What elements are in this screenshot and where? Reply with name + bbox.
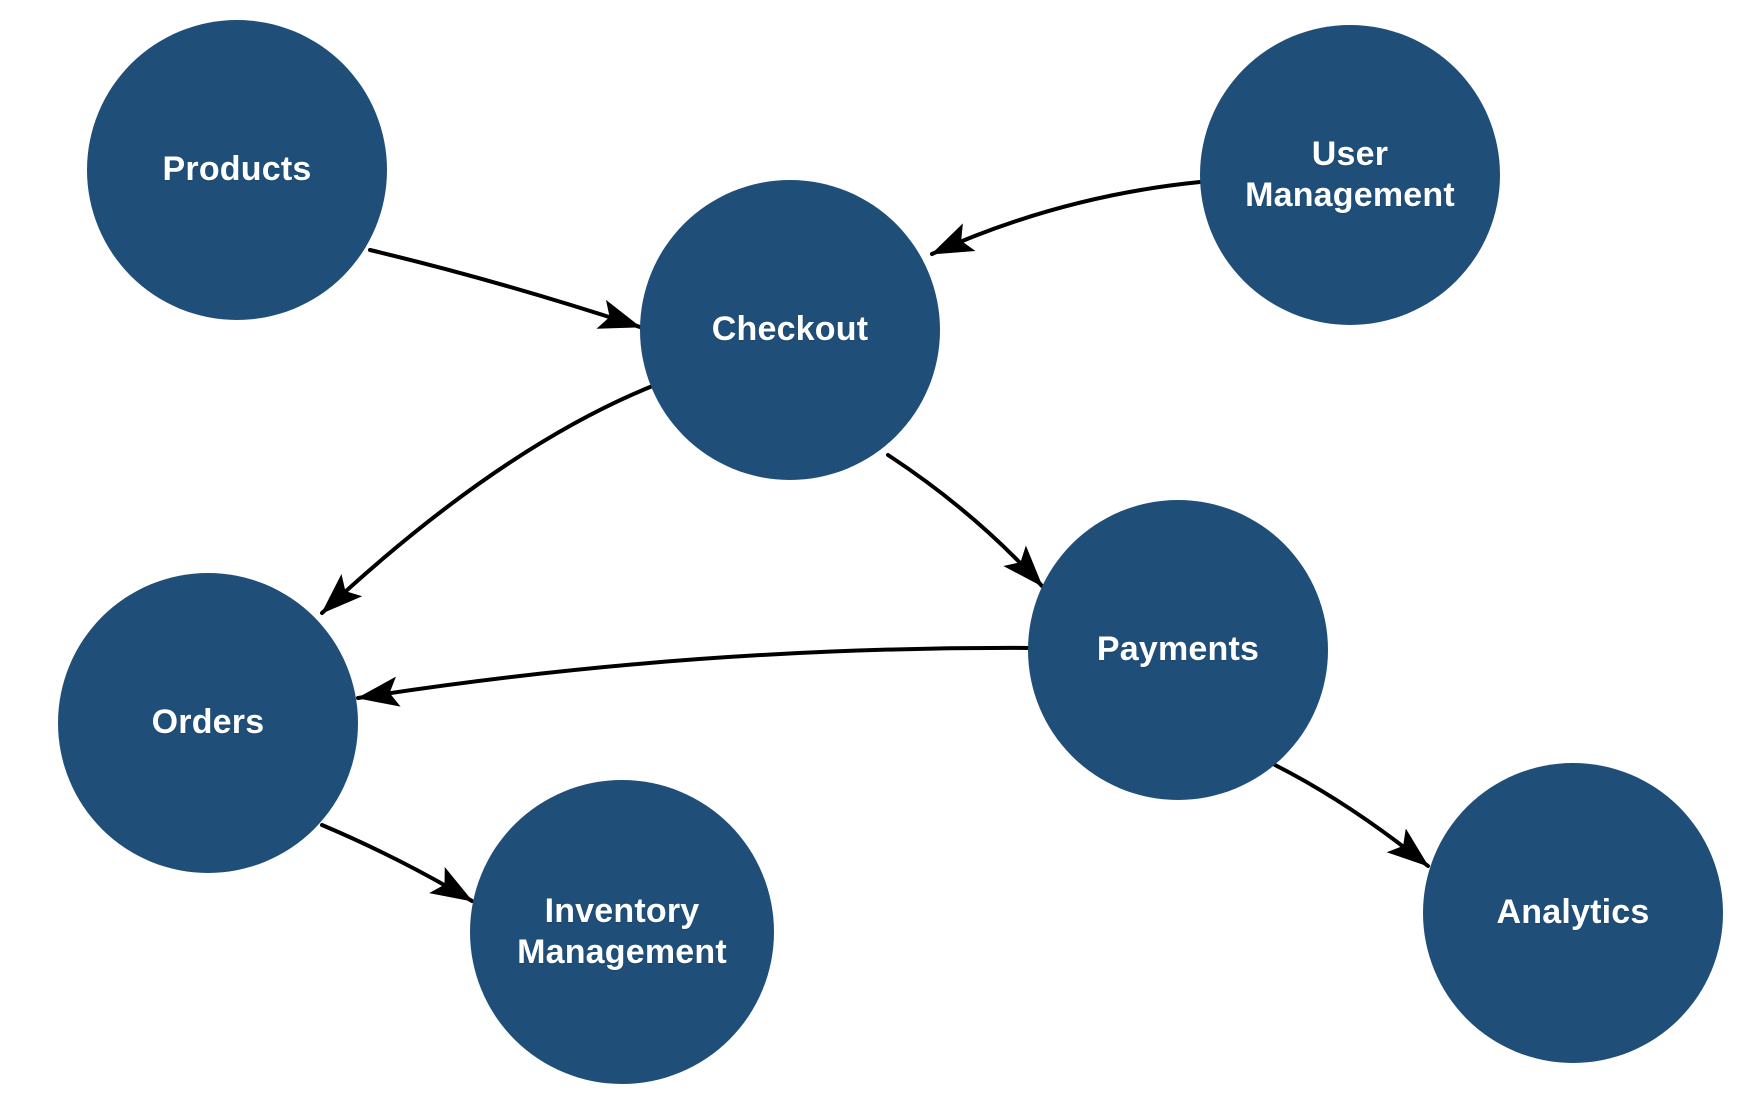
node-label-orders: Orders (151, 703, 265, 742)
node-checkout[interactable]: Checkout (640, 180, 940, 480)
edge-payments-to-analytics (1273, 763, 1430, 868)
node-products[interactable]: Products (87, 20, 387, 320)
node-label-products: Products (162, 150, 312, 189)
node-user-management[interactable]: User Management (1200, 25, 1500, 325)
edge-checkout-to-payments (886, 453, 1044, 588)
edge-user-management-to-checkout (930, 180, 1202, 256)
node-inventory-management[interactable]: Inventory Management (470, 780, 774, 1084)
edge-products-to-checkout (368, 248, 642, 329)
node-label-user-management: User Management (1245, 134, 1455, 214)
node-label-analytics: Analytics (1496, 893, 1650, 932)
node-orders[interactable]: Orders (58, 573, 358, 873)
node-label-payments: Payments (1096, 630, 1260, 669)
node-label-checkout: Checkout (711, 310, 869, 349)
edge-payments-to-orders (356, 645, 1037, 707)
edge-checkout-to-orders (320, 383, 657, 615)
node-payments[interactable]: Payments (1028, 500, 1328, 800)
edge-orders-to-inventory-management (320, 823, 474, 903)
node-analytics[interactable]: Analytics (1423, 763, 1723, 1063)
node-label-inventory-management: Inventory Management (517, 891, 727, 971)
